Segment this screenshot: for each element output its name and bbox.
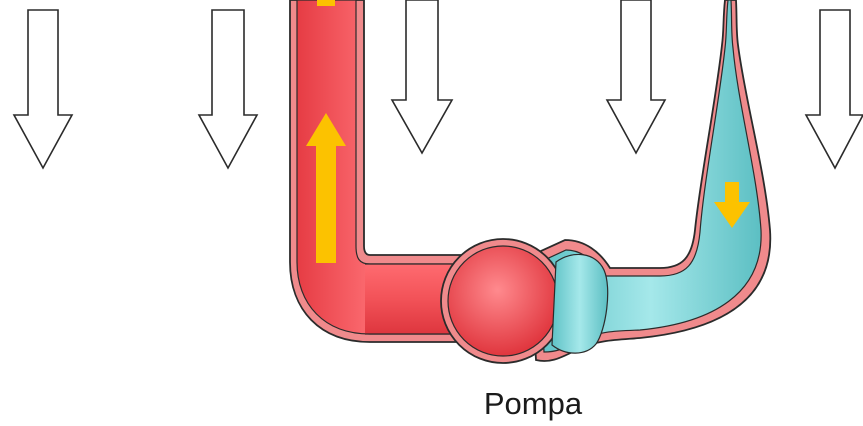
pressure-arrow-1 — [14, 10, 72, 168]
pressure-arrow-3 — [392, 0, 452, 153]
flow-up-arrow-top — [317, 0, 335, 6]
pressure-arrow-4 — [607, 0, 665, 153]
pressure-arrow-2 — [199, 10, 257, 168]
pump-label: Pompa — [468, 384, 598, 424]
pressure-arrow-5 — [806, 10, 863, 168]
pump — [441, 239, 608, 363]
